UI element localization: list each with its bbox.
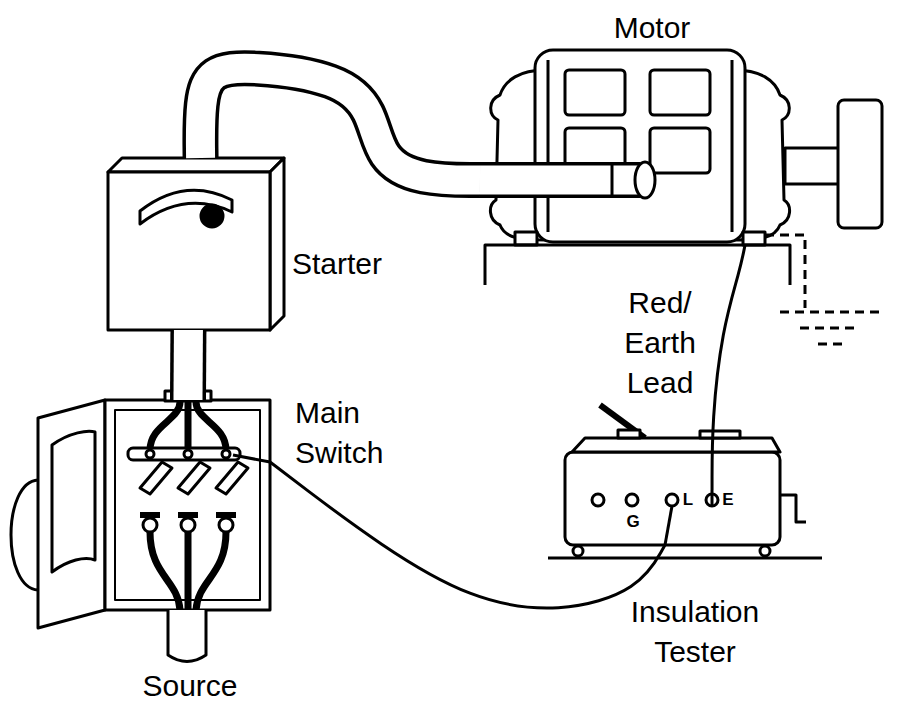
main-switch-drawing <box>52 431 95 572</box>
main-switch-drawing <box>219 518 233 532</box>
conduit-end <box>478 166 642 195</box>
conduit-outline <box>170 330 206 400</box>
motor-drawing <box>535 50 745 242</box>
earth-lead <box>712 245 745 490</box>
motor-drawing <box>565 70 625 115</box>
starter-drawing <box>108 158 284 172</box>
conduit-end <box>478 162 655 198</box>
insulation-tester-drawing <box>573 546 583 556</box>
motor-drawing <box>838 100 882 228</box>
main-switch-drawing <box>128 448 240 460</box>
main-switch-drawing <box>184 450 192 458</box>
terminal-letter: E <box>718 490 738 510</box>
motor-drawing <box>650 70 710 115</box>
ground-symbol <box>765 235 880 344</box>
main-switch-drawing <box>168 610 206 662</box>
insulation-tester-drawing <box>780 495 806 522</box>
main-switch-drawing <box>222 450 230 458</box>
insulation-tester-drawing <box>592 494 604 506</box>
main-switch-drawing <box>140 462 172 494</box>
insulation-tester-drawing <box>565 452 780 545</box>
insulation-tester-drawing <box>760 546 770 556</box>
conduit-fill <box>173 330 202 400</box>
motor-drawing <box>515 232 537 245</box>
main-switch-drawing <box>150 402 226 450</box>
conduit-end <box>611 163 614 197</box>
terminal-wire <box>233 455 270 462</box>
main-switch-drawing <box>11 480 38 590</box>
ground-symbol <box>780 311 880 314</box>
source-label: Source <box>130 666 250 706</box>
motor-drawing <box>785 148 840 184</box>
starter-drawing <box>108 172 270 330</box>
ground-symbol <box>818 343 842 346</box>
insulation-tester-drawing <box>572 438 780 452</box>
conduit-fill <box>200 68 480 180</box>
insulation-tester-drawing <box>666 494 678 506</box>
lead-label: Red/ Earth Lead <box>615 283 705 403</box>
node-label: Motor <box>602 8 702 48</box>
starter-drawing <box>108 158 284 330</box>
insulation-tester-drawing <box>700 431 740 438</box>
motor-drawing <box>485 245 790 285</box>
main-switch-drawing <box>146 450 154 458</box>
insulation-tester-drawing <box>626 494 638 506</box>
starter-drawing <box>270 158 284 330</box>
starter-drawing <box>201 205 223 227</box>
node-label: Main Switch <box>295 393 413 473</box>
main-switch-drawing <box>150 532 226 610</box>
main-switch-box: Main Switch <box>35 400 270 610</box>
insulation-tester-drawing <box>618 430 640 438</box>
ground-symbol <box>800 327 860 330</box>
conduit-pipe <box>187 330 188 400</box>
terminal-wire <box>711 490 714 506</box>
node-label: Insulation Tester <box>600 592 790 672</box>
ground-symbol <box>765 235 805 308</box>
motor-drawing <box>743 232 765 245</box>
conduit-end <box>635 162 655 198</box>
motor-drawing <box>650 128 710 173</box>
insulation-tester-drawing <box>600 405 645 438</box>
main-switch-drawing <box>143 518 157 532</box>
conduit-pipe <box>200 68 480 180</box>
main-switch-drawing <box>178 462 210 494</box>
insulation-tester-drawing <box>548 557 822 560</box>
lead-wire <box>270 462 665 608</box>
node-label: Starter <box>292 244 412 284</box>
main-switch-drawing <box>11 391 270 662</box>
terminal-letter: L <box>678 490 698 510</box>
lead-wire <box>712 245 745 490</box>
motor-drawing <box>548 60 732 232</box>
terminal-letter: G <box>623 512 643 532</box>
conduit-outline <box>200 68 480 180</box>
insulation-tester-box: Insulation TesterGLE <box>565 490 780 545</box>
main-switch-drawing <box>181 518 195 532</box>
starter-box: Starter <box>108 158 284 330</box>
terminal-wire <box>665 506 672 545</box>
insulation-tester-drawing <box>548 405 822 558</box>
main-switch-drawing <box>105 400 270 610</box>
main-switch-drawing <box>38 400 105 628</box>
motor-box: Motor <box>480 50 790 245</box>
line-lead <box>270 462 665 608</box>
main-switch-drawing <box>216 462 248 494</box>
main-switch-drawing <box>165 391 211 401</box>
